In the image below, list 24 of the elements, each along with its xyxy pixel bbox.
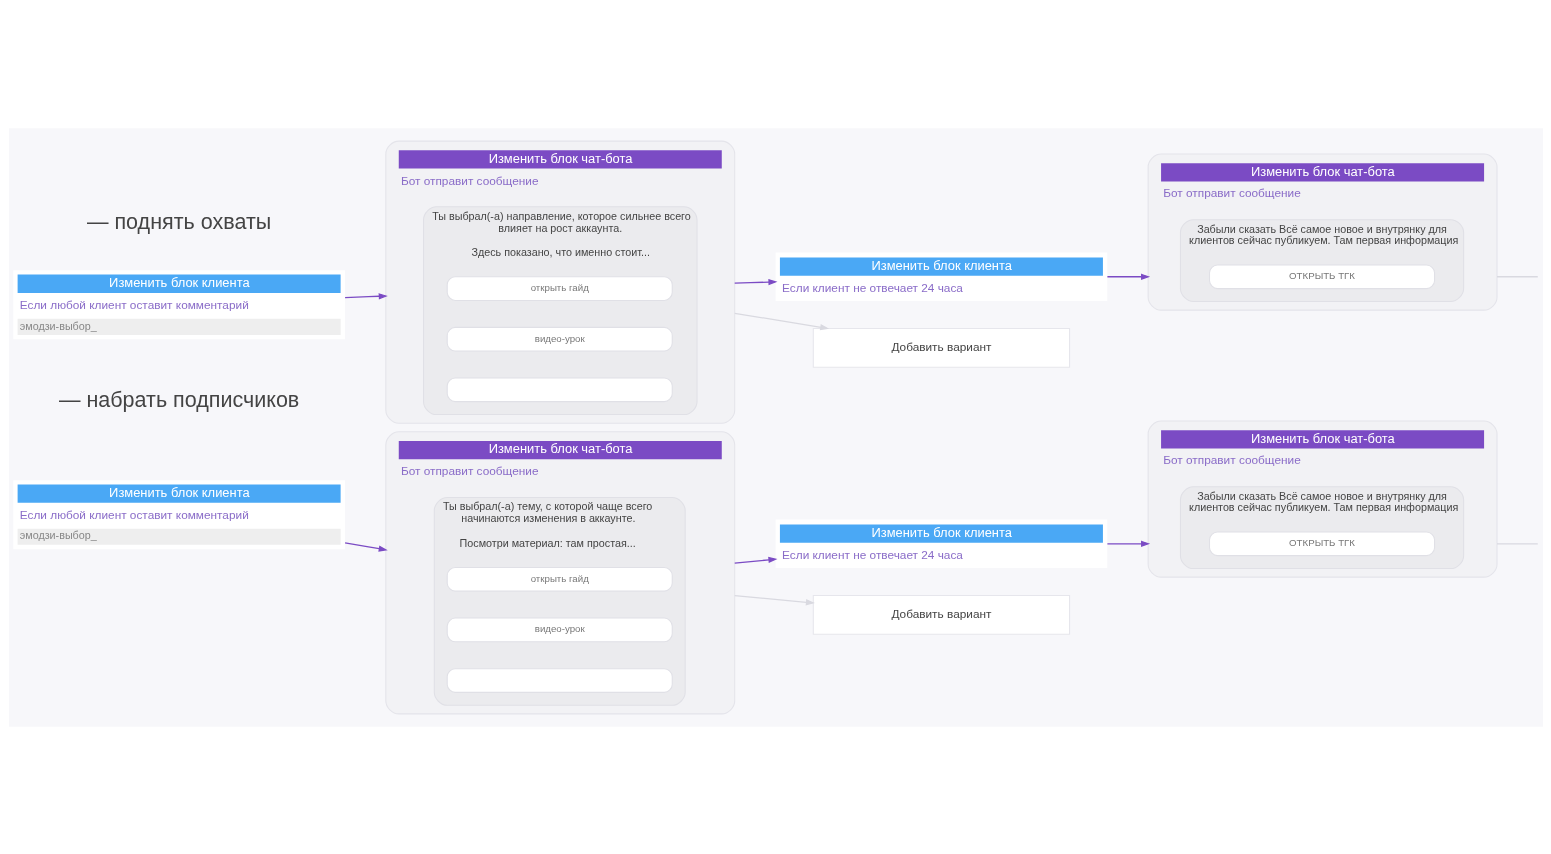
node-box: Изменить блок клиента Если клиент не отвечает 24 часа — [775, 252, 1107, 301]
node-box: видео-урок — [446, 617, 673, 642]
node-box: ОТКРЫТЬ ТГК — [1208, 263, 1435, 289]
node-box: Изменить блок клиента Если любой клиент оставит комментарий эмодзи-выбор_ — [12, 269, 345, 339]
node-box: Изменить блок клиента Если любой клиент оставит комментарий эмодзи-выбор_ — [12, 479, 345, 549]
arrow — [343, 292, 388, 299]
node-box — [446, 667, 673, 693]
node-box: открыть гайд — [446, 275, 673, 301]
arrow — [343, 541, 388, 552]
node-box: Добавить вариант — [812, 594, 1070, 635]
arrow — [733, 278, 777, 285]
node-box: Добавить вариант — [812, 327, 1070, 368]
label: — поднять охваты — [86, 209, 271, 234]
label: — набрать подписчиков — [58, 387, 299, 412]
node-box: видео-урок — [446, 326, 673, 352]
node-box: ОТКРЫТЬ ТГК — [1208, 530, 1435, 556]
node-box: Изменить блок клиента Если клиент не отвечает 24 часа — [775, 519, 1107, 568]
arrow — [1106, 540, 1150, 547]
node-box: открыть гайд — [446, 566, 673, 592]
arrow — [733, 556, 777, 564]
node-box — [446, 376, 673, 402]
arrow — [733, 312, 829, 330]
arrow — [733, 594, 815, 605]
arrow — [1106, 273, 1150, 280]
